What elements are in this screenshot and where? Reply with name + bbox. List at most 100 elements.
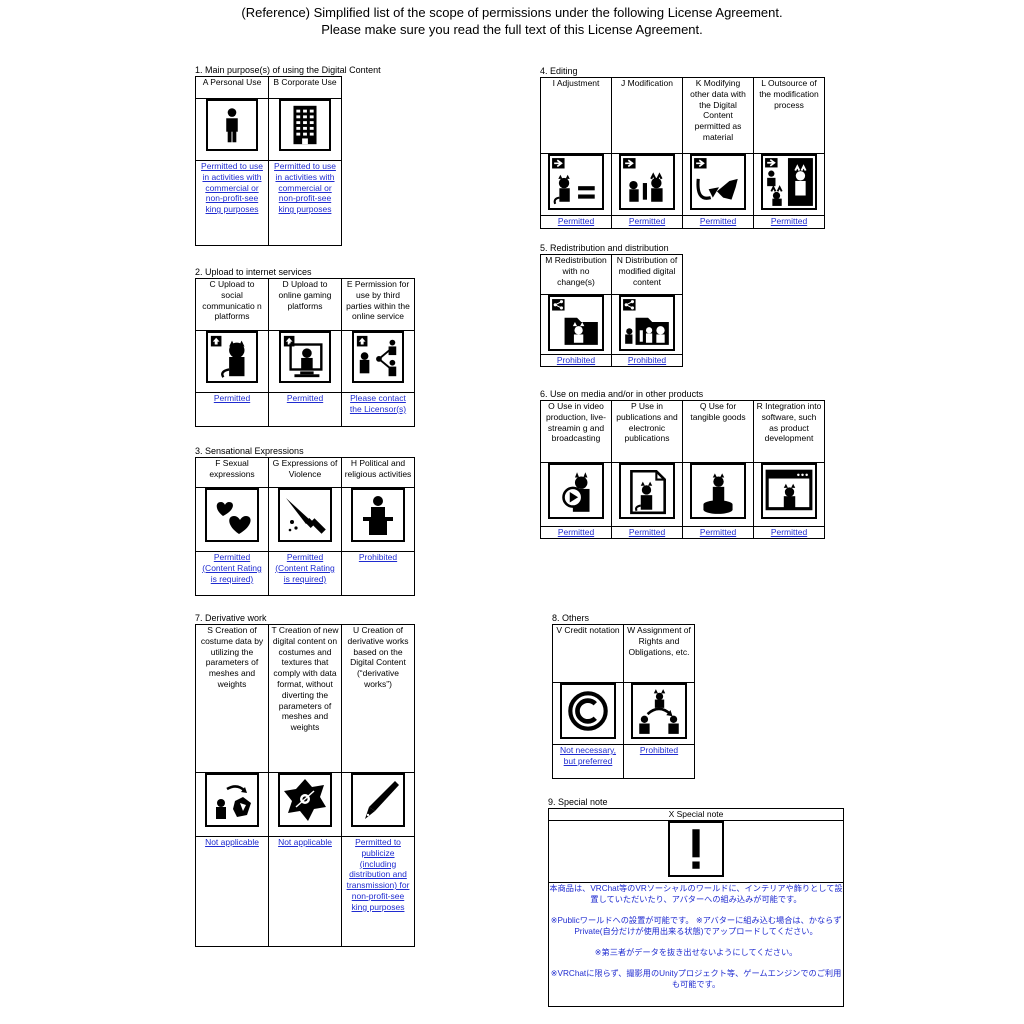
distribute-modified-icon: [619, 295, 675, 351]
figure-icon: [690, 463, 746, 519]
section-editing: 4. Editing I Adjustment J Modification K…: [540, 66, 825, 229]
icon-cell: [623, 682, 695, 745]
icon-cell: [753, 462, 825, 527]
status-text: Prohibited: [341, 551, 415, 596]
permission-table: V Credit notation W Assignment of Rights…: [552, 624, 695, 779]
status-text: Permitted: [682, 526, 754, 539]
icon-cell: [341, 772, 415, 837]
icon-cell: [195, 98, 269, 161]
status-text: Permitted: [753, 526, 825, 539]
icon-cell: [268, 98, 342, 161]
icon-cell: [611, 153, 683, 216]
section-title: 4. Editing: [540, 66, 578, 76]
section-main-purpose: 1. Main purpose(s) of using the Digital …: [195, 65, 381, 246]
icon-cell: [268, 772, 342, 837]
special-note-table: X Special note 本商品は、VRChat等のVRソーシャルのワールド…: [548, 808, 844, 1007]
status-text: Permitted: [611, 215, 683, 229]
section-title: 1. Main purpose(s) of using the Digital …: [195, 65, 381, 75]
upload-share-icon: [352, 331, 404, 383]
column-label: C Upload to social communicatio n platfo…: [195, 278, 269, 331]
section-special-note: 9. Special note X Special note 本商品は、VRCh…: [548, 797, 844, 1007]
status-text: Permitted to publicize (including distri…: [341, 836, 415, 947]
icon-cell: [195, 330, 269, 393]
redistribute-icon: [548, 295, 604, 351]
podium-icon: [351, 488, 405, 542]
video-icon: [548, 463, 604, 519]
outsource-icon: [761, 154, 817, 210]
section-title: 7. Derivative work: [195, 613, 267, 623]
column-label: P Use in publications and electronic pub…: [611, 400, 683, 463]
permission-table: C Upload to social communicatio n platfo…: [195, 278, 415, 427]
column-label: R Integration into software, such as pro…: [753, 400, 825, 463]
status-text: Not applicable: [268, 836, 342, 947]
column-label: F Sexual expressions: [195, 457, 269, 488]
header-line-1: (Reference) Simplified list of the scope…: [241, 5, 783, 20]
column-label: B Corporate Use: [268, 76, 342, 99]
status-text: Permitted (Content Rating is required): [268, 551, 342, 596]
exclamation-icon: [668, 820, 724, 877]
column-label: D Upload to online gaming platforms: [268, 278, 342, 331]
section-media: 6. Use on media and/or in other products…: [540, 389, 825, 539]
column-label: M Redistribution with no change(s): [540, 254, 612, 295]
column-label: U Creation of derivative works based on …: [341, 624, 415, 773]
icon-cell: [341, 330, 415, 393]
status-text: Permitted: [540, 215, 612, 229]
modify-other-icon: [690, 154, 746, 210]
status-text: Permitted to use in activities with comm…: [195, 160, 269, 246]
permission-table: S Creation of costume data by utilizing …: [195, 624, 415, 947]
column-label: V Credit notation: [552, 624, 624, 683]
column-label: G Expressions of Violence: [268, 457, 342, 488]
icon-cell: [195, 487, 269, 552]
column-label: Q Use for tangible goods: [682, 400, 754, 463]
column-label: O Use in video production, live-streamin…: [540, 400, 612, 463]
pen-icon: [351, 773, 405, 827]
column-label: A Personal Use: [195, 76, 269, 99]
modify-icon: [619, 154, 675, 210]
section-title: 2. Upload to internet services: [195, 267, 312, 277]
column-label: H Political and religious activities: [341, 457, 415, 488]
icon-cell: [552, 682, 624, 745]
software-icon: [761, 463, 817, 519]
status-text: Permitted: [540, 526, 612, 539]
section-upload: 2. Upload to internet services C Upload …: [195, 267, 415, 427]
permission-table: A Personal Use B Corporate Use Permitted…: [195, 76, 342, 246]
publication-icon: [619, 463, 675, 519]
icon-cell: [548, 819, 844, 883]
adjust-icon: [548, 154, 604, 210]
status-text: Permitted: [753, 215, 825, 229]
column-label: K Modifying other data with the Digital …: [682, 77, 754, 154]
icon-cell: [611, 462, 683, 527]
knife-icon: [278, 488, 332, 542]
page-header: (Reference) Simplified list of the scope…: [0, 4, 1024, 38]
column-label: S Creation of costume data by utilizing …: [195, 624, 269, 773]
section-redistribution: 5. Redistribution and distribution M Red…: [540, 243, 683, 367]
column-label: N Distribution of modified digital conte…: [611, 254, 683, 295]
icon-cell: [682, 153, 754, 216]
column-label: J Modification: [611, 77, 683, 154]
status-text: Permitted: [268, 392, 342, 427]
permission-table: F Sexual expressions G Expressions of Vi…: [195, 457, 415, 596]
section-title: 8. Others: [552, 613, 590, 623]
column-label: W Assignment of Rights and Obligations, …: [623, 624, 695, 683]
icon-cell: [753, 153, 825, 216]
upload-avatar-icon: [206, 331, 258, 383]
note-paragraph: ※VRChatに限らず、撮影用のUnityプロジェクト等、ゲームエンジンでのご利…: [550, 968, 842, 989]
icon-cell: [611, 294, 683, 355]
section-title: 3. Sensational Expressions: [195, 446, 304, 456]
copyright-icon: [560, 683, 616, 739]
hearts-icon: [205, 488, 259, 542]
icon-cell: [268, 330, 342, 393]
status-text: Permitted: [682, 215, 754, 229]
icon-cell: [195, 772, 269, 837]
note-paragraph: ※第三者がデータを抜き出せないようにしてください。: [594, 947, 798, 957]
column-label: T Creation of new digital content on cos…: [268, 624, 342, 773]
status-text: Please contact the Licensor(s): [341, 392, 415, 427]
person-icon: [206, 99, 258, 151]
column-label: X Special note: [548, 808, 844, 821]
permission-table: O Use in video production, live-streamin…: [540, 400, 825, 539]
section-others: 8. Others V Credit notation W Assignment…: [552, 613, 695, 779]
special-note-text: 本商品は、VRChat等のVRソーシャルのワールドに、インテリアや飾りとして設置…: [548, 881, 844, 1007]
section-title: 9. Special note: [548, 797, 608, 807]
icon-cell: [540, 462, 612, 527]
header-line-2: Please make sure you read the full text …: [321, 22, 703, 37]
